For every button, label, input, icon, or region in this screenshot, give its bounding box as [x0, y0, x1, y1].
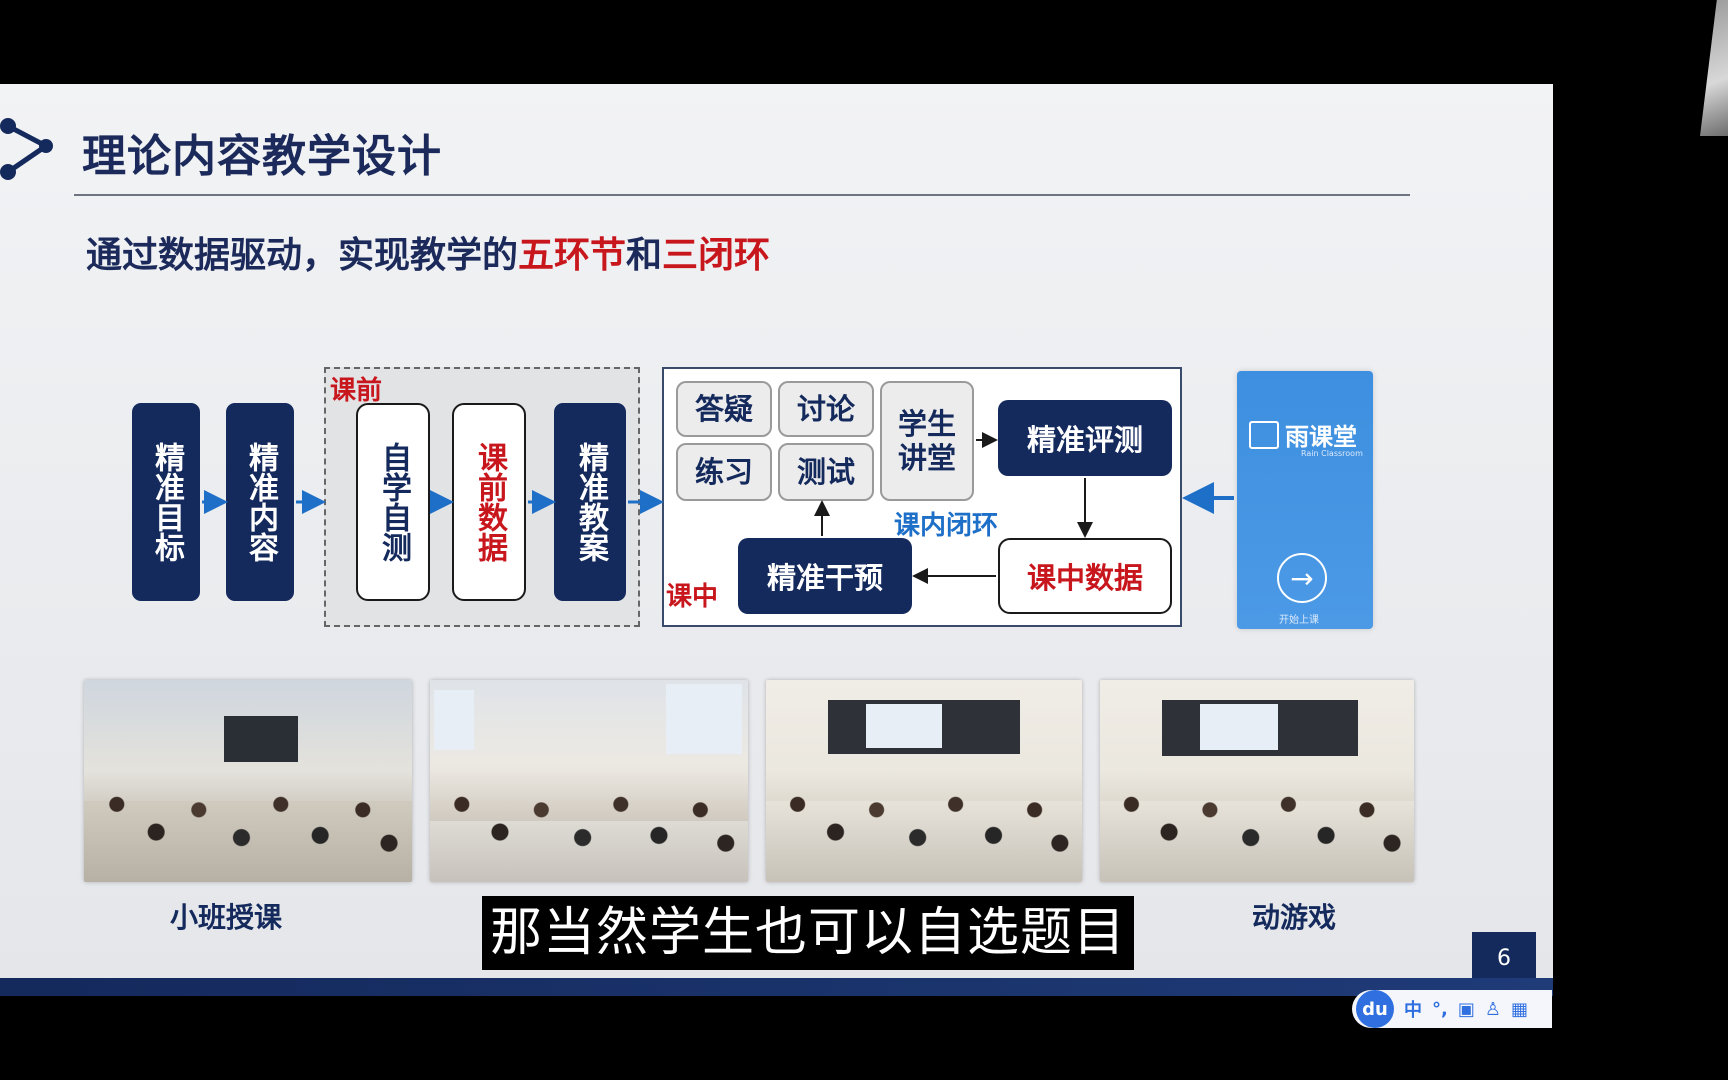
slide-subtitle: 通过数据驱动，实现教学的五环节和三闭环	[86, 226, 770, 278]
rain-classroom-panel: 雨课堂 Rain Classroom → 开始上课	[1237, 371, 1373, 629]
grid-icon[interactable]: ▦	[1511, 998, 1529, 1020]
activity-discussion: 讨论	[778, 381, 874, 437]
baidu-ime-logo[interactable]: du	[1356, 990, 1394, 1028]
rain-classroom-sub: Rain Classroom	[1301, 449, 1363, 458]
user-icon[interactable]: ♙	[1484, 998, 1501, 1020]
subtitle-highlight-five: 五环节	[518, 235, 627, 276]
network-icon	[0, 118, 53, 180]
rain-classroom-name: 雨课堂	[1285, 423, 1357, 451]
toolbox-icon[interactable]: ▣	[1457, 998, 1475, 1020]
step-precise-goal: 精准目标	[132, 403, 200, 601]
activity-qa: 答疑	[676, 381, 772, 437]
caption-game: 动游戏	[1252, 901, 1337, 934]
subtitle-text-c: 和	[626, 235, 663, 276]
photo-interactive-game	[1100, 680, 1414, 882]
step-self-study: 自学自测	[356, 403, 430, 601]
start-class-label: 开始上课	[1279, 615, 1319, 626]
precise-intervention: 精准干预	[738, 538, 912, 614]
photo-small-class	[84, 680, 412, 882]
subtitle-text-a: 通过数据驱动，实现教学的	[86, 235, 519, 276]
precise-assessment: 精准评测	[998, 400, 1172, 476]
inclass-data: 课中数据	[998, 538, 1172, 614]
slide-footer-bar	[0, 978, 1553, 996]
arrow-right-icon: →	[1277, 553, 1327, 603]
inclass-loop-label: 课内闭环	[894, 511, 999, 541]
photo-group-discussion	[430, 680, 748, 882]
punct-icon[interactable]: °,	[1432, 998, 1448, 1020]
slide-title: 理论内容教学设计	[82, 131, 442, 182]
activity-test: 测试	[778, 443, 874, 501]
step-precise-plan: 精准教案	[554, 403, 626, 601]
rain-logo-icon	[1249, 420, 1279, 449]
inclass-label: 课中	[666, 582, 719, 612]
photo-lecture-hall	[766, 680, 1082, 882]
step-precise-content: 精准内容	[226, 403, 294, 601]
subtitle-highlight-three: 三闭环	[662, 235, 771, 276]
page-number: 6	[1472, 932, 1536, 984]
student-lecture: 学生讲堂	[880, 381, 974, 501]
activity-practice: 练习	[676, 443, 772, 501]
video-subtitle: 那当然学生也可以自选题目	[482, 896, 1135, 970]
title-divider	[74, 194, 1410, 196]
preclass-label: 课前	[330, 376, 383, 406]
rain-classroom-logo: 雨课堂	[1249, 417, 1357, 452]
caption-small-class: 小班授课	[170, 901, 283, 934]
ime-toolbar[interactable]: du 中 °, ▣ ♙ ▦	[1352, 990, 1552, 1028]
step-preclass-data: 课前数据	[452, 403, 526, 601]
ime-mode-toggle[interactable]: 中	[1404, 1000, 1422, 1021]
